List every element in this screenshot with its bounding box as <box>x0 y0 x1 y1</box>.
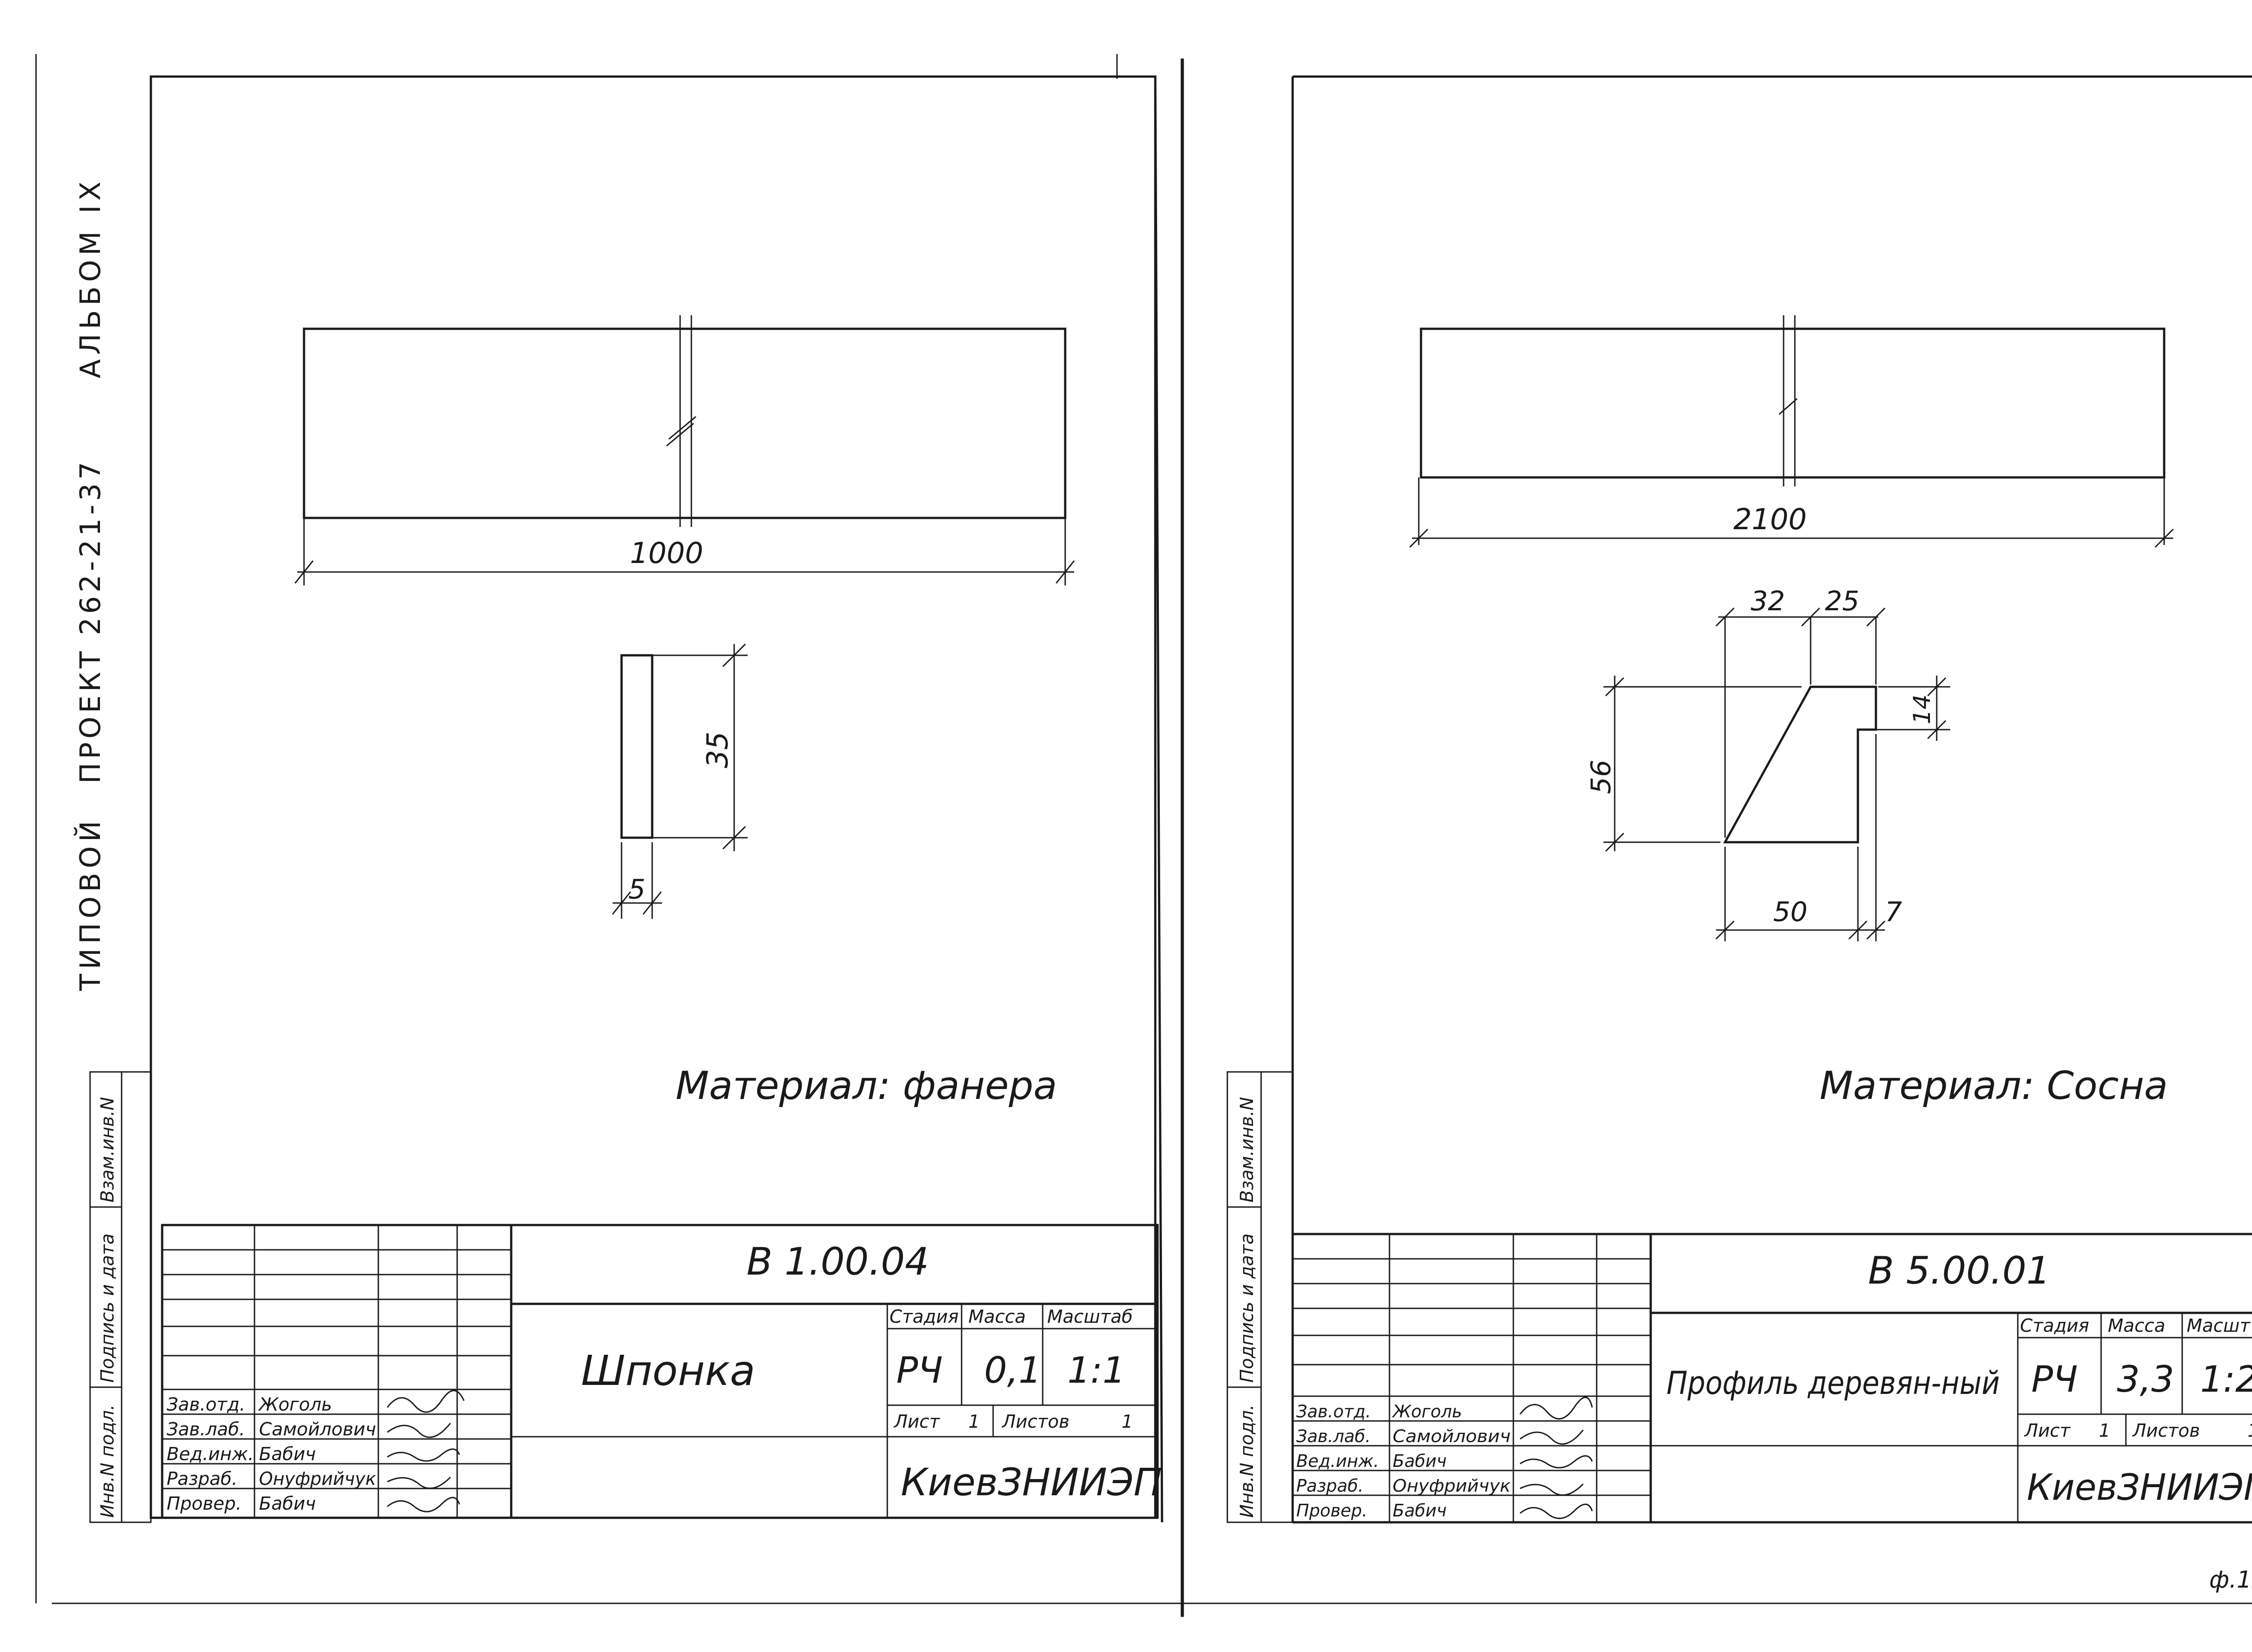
role-left-1: Зав.лаб. <box>167 1419 245 1440</box>
name-right-1: Самойлович <box>1393 1426 1511 1446</box>
dim-height-left: 35 <box>701 731 735 768</box>
role-left-3: Разраб. <box>167 1469 237 1489</box>
stage-right: РЧ <box>2031 1358 2078 1400</box>
name-left-2: Бабич <box>259 1444 316 1465</box>
code-left: В 1.00.04 <box>747 1239 929 1284</box>
album-header-line1: ТИПОВОЙ <box>74 817 107 991</box>
sheets-total-left: 1 <box>1121 1411 1133 1432</box>
left-sheet: Инв.N подл. Подпись и дата Взам.инв.N 10… <box>89 75 1163 1523</box>
right-section-view: 32 25 56 14 50 7 <box>1585 585 1950 941</box>
left-title-block: В 1.00.04 Шпонка Стадия Масса Масштаб РЧ… <box>161 1224 1162 1519</box>
name-right-4: Бабич <box>1393 1501 1447 1520</box>
org-right: КиевЗНИИЭГ <box>2027 1466 2252 1508</box>
right-title-block: В 5.00.01 Профиль деревян-ный Стадия Мас… <box>1293 1233 2252 1524</box>
name-left-4: Бабич <box>259 1493 316 1514</box>
mass-label-left: Масса <box>968 1307 1026 1327</box>
mass-right: 3,3 <box>2117 1358 2174 1400</box>
role-right-1: Зав.лаб. <box>1296 1426 1371 1446</box>
name-right-3: Онуфрийчук <box>1393 1476 1511 1496</box>
role-left-0: Зав.отд. <box>167 1394 245 1415</box>
left-stamp-inv-podl: Инв.N подл. <box>97 1404 118 1518</box>
dim-length-right: 2100 <box>1734 503 1807 536</box>
sheet-label-right: Лист <box>2024 1421 2071 1441</box>
name-right-2: Бабич <box>1393 1451 1447 1471</box>
left-section-view: 35 5 <box>612 643 748 919</box>
dim-step-right: 14 <box>1909 694 1936 724</box>
code-right: В 5.00.01 <box>1868 1248 2051 1293</box>
role-right-3: Разраб. <box>1296 1476 1363 1496</box>
dim-offset-right: 7 <box>1885 896 1902 928</box>
mass-left: 0,1 <box>984 1349 1041 1391</box>
scale-label-right: Масшт <box>2187 1316 2251 1336</box>
sheets-label-right: Листов <box>2132 1421 2200 1441</box>
org-left: КиевЗНИИЭП <box>901 1460 1162 1504</box>
scale-left: 1:1 <box>1067 1349 1126 1391</box>
dim-thickness-left: 5 <box>628 874 645 905</box>
right-profile-view: 2100 <box>1409 315 2174 548</box>
scale-label-left: Масштаб <box>1047 1307 1133 1327</box>
dim-top-b: 25 <box>1825 585 1859 617</box>
dim-top-a: 32 <box>1751 585 1785 617</box>
right-stamp-inv-podl: Инв.N подл. <box>1237 1404 1258 1518</box>
stage-left: РЧ <box>896 1349 943 1391</box>
sheet-no-right: 1 <box>2099 1421 2110 1441</box>
album-header: ТИПОВОЙ ПРОЕКТ 262-21-37 АЛЬБОМ IX <box>74 177 107 991</box>
sheet-label-left: Лист <box>893 1411 940 1432</box>
name-right-0: Жоголь <box>1392 1402 1462 1421</box>
right-side-stamp: Инв.N подл. Подпись и дата Взам.инв.N <box>1226 1071 1294 1523</box>
right-stamp-podpis: Подпись и дата <box>1237 1234 1258 1383</box>
dim-bottom-right: 50 <box>1773 896 1807 928</box>
name-right: Профиль деревян-ный <box>1666 1365 2000 1402</box>
right-stamp-vzam: Взам.инв.N <box>1237 1097 1258 1203</box>
signatures-right <box>1519 1397 1593 1519</box>
role-left-2: Вед.инж. <box>167 1444 254 1465</box>
left-stamp-podpis: Подпись и дата <box>97 1234 118 1383</box>
right-sheet: Инв.N подл. Подпись и дата Взам.инв.N 21… <box>1226 75 2252 1593</box>
sheets-total-right: 1 <box>2247 1421 2252 1441</box>
role-right-0: Зав.отд. <box>1296 1402 1371 1421</box>
left-stamp-vzam: Взам.инв.N <box>97 1097 118 1203</box>
sheets-label-left: Листов <box>1001 1411 1069 1432</box>
role-right-4: Провер. <box>1296 1501 1367 1520</box>
scale-right: 1:2 <box>2200 1358 2252 1400</box>
name-left: Шпонка <box>581 1347 755 1395</box>
page-mark: ф.12 <box>2209 1566 2252 1593</box>
name-left-0: Жоголь <box>258 1394 332 1415</box>
album-header-line2: ПРОЕКТ 262-21-37 <box>74 458 107 784</box>
role-right-2: Вед.инж. <box>1296 1451 1379 1471</box>
material-right: Материал: Сосна <box>1820 1063 2168 1108</box>
dim-height-right: 56 <box>1585 760 1617 794</box>
outer-frame <box>35 54 2252 1617</box>
material-left: Материал: фанера <box>676 1063 1057 1108</box>
mass-label-right: Масса <box>2108 1316 2166 1336</box>
dim-length-left: 1000 <box>630 537 704 570</box>
name-left-1: Самойлович <box>259 1419 376 1440</box>
stage-label-left: Стадия <box>890 1307 958 1327</box>
signatures-left <box>386 1390 465 1512</box>
name-left-3: Онуфрийчук <box>259 1469 376 1489</box>
left-side-stamp: Инв.N подл. Подпись и дата Взам.инв.N <box>89 1071 152 1523</box>
left-plate-view: 1000 <box>294 315 1075 585</box>
sheet-no-left: 1 <box>968 1411 980 1432</box>
stage-label-right: Стадия <box>2020 1316 2089 1336</box>
role-left-4: Провер. <box>167 1493 241 1514</box>
album-header-line3: АЛЬБОМ IX <box>74 177 107 378</box>
